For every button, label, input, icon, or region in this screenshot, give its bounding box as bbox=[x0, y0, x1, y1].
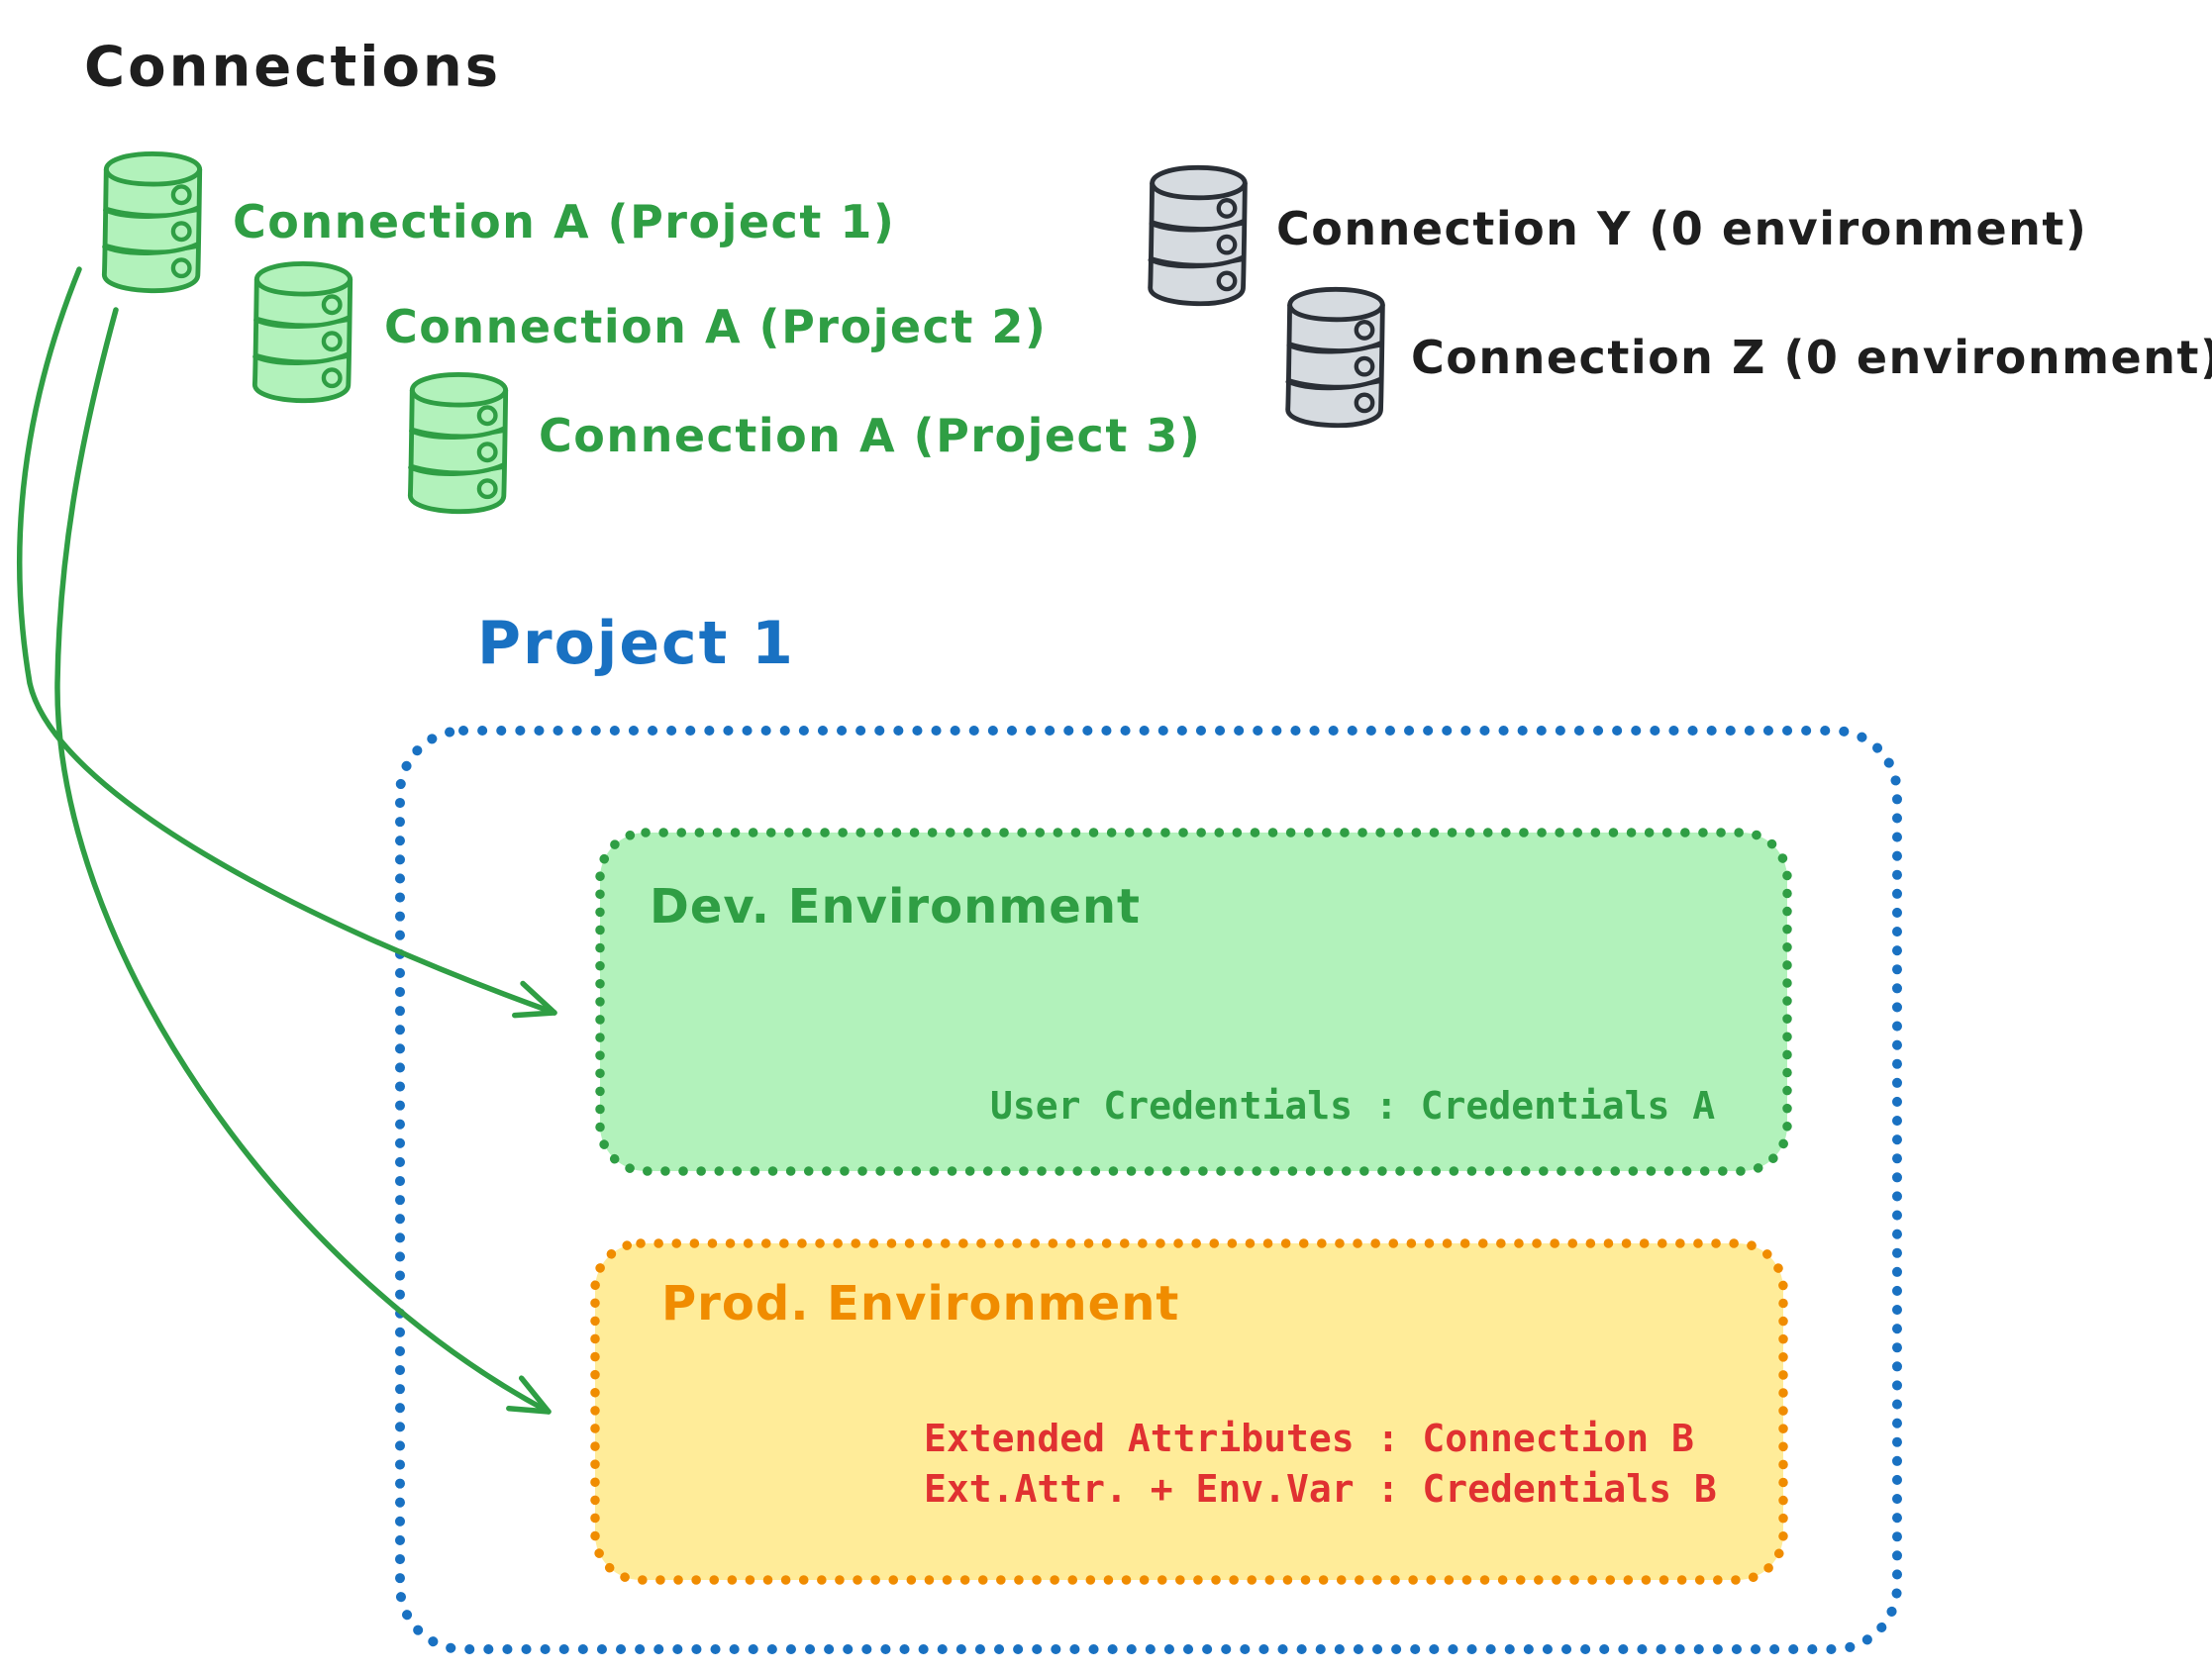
project1-container-box bbox=[395, 726, 1902, 1654]
prod-credentials-line-1: Extended Attributes : Connection B bbox=[924, 1417, 1694, 1460]
dev-environment-credentials-text: User Credentials : Credentials A bbox=[990, 1084, 1716, 1128]
database-icon-connection-y bbox=[1150, 167, 1246, 304]
database-icon-connection-a-project1 bbox=[104, 153, 200, 291]
arrow-connection-a-to-dev-environment bbox=[17, 266, 557, 1019]
database-icon-connection-z bbox=[1287, 289, 1383, 426]
database-icon-connection-a-project2 bbox=[254, 263, 351, 401]
connection-z-label: Connection Z (0 environment) bbox=[1411, 331, 2212, 384]
arrow-connection-a-to-prod-environment bbox=[54, 307, 552, 1415]
prod-environment-box bbox=[590, 1238, 1788, 1585]
connection-a-project2-label: Connection A (Project 2) bbox=[384, 300, 1048, 353]
project1-title: Project 1 bbox=[477, 609, 795, 678]
prod-environment-credentials-block: Extended Attributes : Connection B Ext.A… bbox=[924, 1414, 1717, 1515]
connection-a-project3-label: Connection A (Project 3) bbox=[539, 409, 1202, 462]
connection-y-label: Connection Y (0 environment) bbox=[1276, 202, 2088, 255]
dev-environment-box bbox=[595, 828, 1792, 1176]
dev-environment-title: Dev. Environment bbox=[650, 879, 1141, 935]
prod-environment-title: Prod. Environment bbox=[661, 1276, 1180, 1331]
prod-credentials-line-2: Ext.Attr. + Env.Var : Credentials B bbox=[924, 1467, 1717, 1511]
database-icon-connection-a-project3 bbox=[410, 374, 506, 512]
diagram-title: Connections bbox=[84, 35, 502, 100]
connection-a-project1-label: Connection A (Project 1) bbox=[233, 195, 896, 248]
